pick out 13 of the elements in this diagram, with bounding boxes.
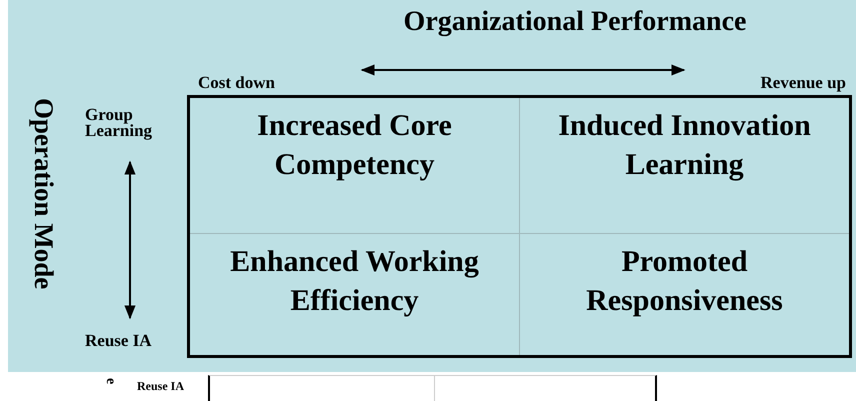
axis-label: Reuse IA xyxy=(85,333,152,350)
axis-label: Group Learning xyxy=(85,107,154,140)
axis-title: Operation Mode xyxy=(28,98,59,290)
title: Organizational Performance xyxy=(402,6,748,38)
axis-label: Revenue up xyxy=(760,75,846,92)
quadrant-text: Increased Core Competency xyxy=(256,108,453,183)
quadrant-text: Enhanced Working Efficiency xyxy=(229,244,480,319)
axis-label: Cost down xyxy=(198,75,275,92)
axis-label: Reuse IA xyxy=(137,381,184,392)
quadrant-text: Promoted Responsiveness xyxy=(585,244,784,319)
quadrant-cell xyxy=(190,98,520,234)
quadrant-text: Induced Innovation Learning xyxy=(557,108,812,183)
axis-title-fragment: e xyxy=(102,378,118,384)
